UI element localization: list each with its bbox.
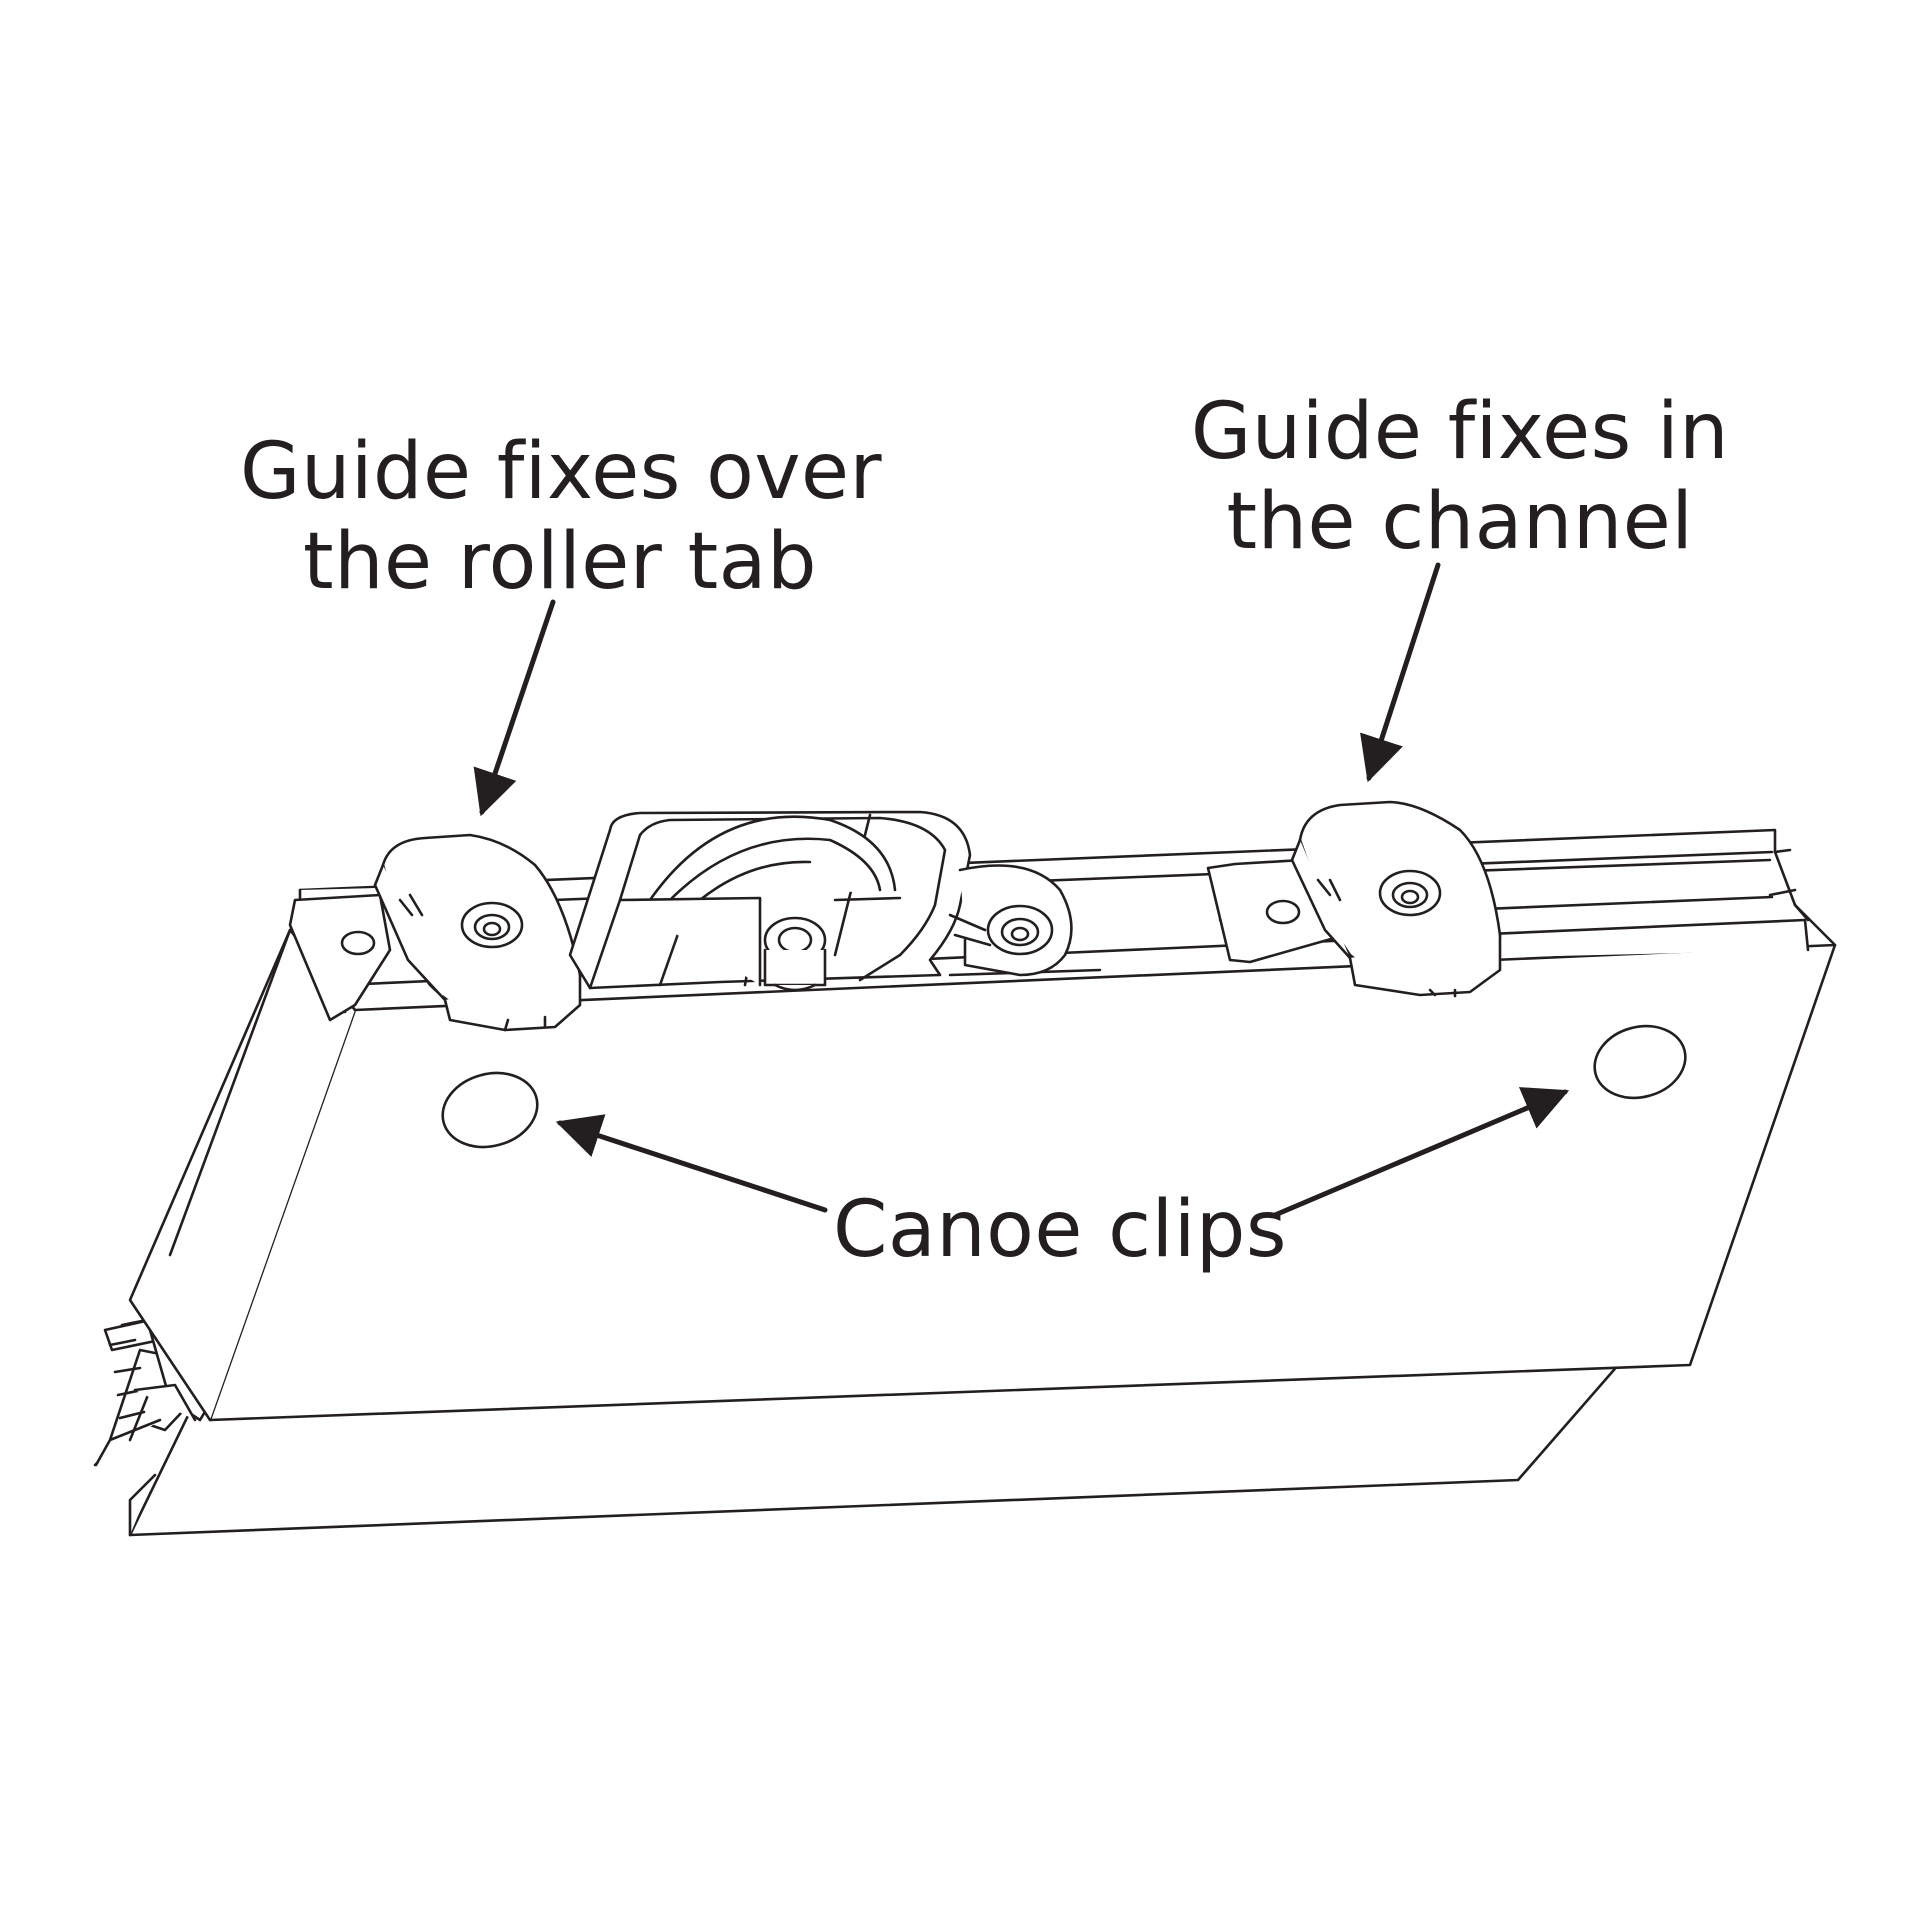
label-line: Guide fixes in <box>1190 387 1730 477</box>
right-guide <box>1290 800 1502 998</box>
arrow-right-canoe <box>1272 1087 1570 1218</box>
arrow-right-guide <box>1360 562 1441 783</box>
label-line: Guide fixes over <box>240 427 883 517</box>
roller-housing <box>568 810 972 992</box>
left-guide <box>373 833 582 1032</box>
label-line: the channel <box>1226 477 1694 567</box>
label-line: the roller tab <box>303 517 817 607</box>
arrow-left-canoe <box>555 1114 828 1213</box>
label-canoe-clips: Canoe clips <box>832 1185 1288 1275</box>
front-plate <box>128 923 1837 1422</box>
left-canoe-clip <box>441 1071 539 1149</box>
right-canoe-clip <box>1593 1024 1687 1100</box>
arrow-left-guide <box>473 599 556 817</box>
label-guide-in-channel: Guide fixes in the channel <box>1140 387 1780 567</box>
label-guide-over-roller-tab: Guide fixes over the roller tab <box>240 427 883 607</box>
roller-side-plate <box>948 864 1073 977</box>
